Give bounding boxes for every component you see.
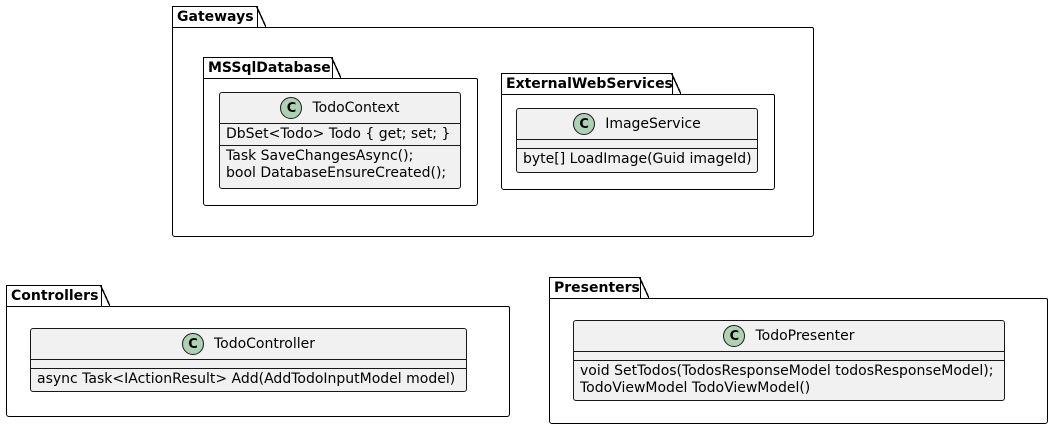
class-method: async Task<IActionResult> Add(AddTodoInp…: [37, 371, 456, 387]
class-field: DbSet<Todo> Todo { get; set; }: [226, 126, 451, 142]
class-todocontext: C TodoContext DbSet<Todo> Todo { get; se…: [219, 92, 461, 189]
class-todocontext-header: C TodoContext: [220, 93, 460, 123]
class-method: TodoViewModel TodoViewModel(): [580, 380, 811, 396]
class-todocontroller-name: TodoController: [213, 336, 316, 352]
class-imageservice-methods: byte[] LoadImage(Guid imageId): [517, 149, 757, 170]
class-method: bool DatabaseEnsureCreated();: [226, 165, 447, 181]
class-method: Task SaveChangesAsync();: [226, 148, 414, 164]
class-separator: [220, 145, 460, 146]
class-imageservice: C ImageService byte[] LoadImage(Guid ima…: [516, 108, 758, 173]
class-todopresenter-methods: void SetTodos(TodosResponseModel todosRe…: [574, 361, 1004, 399]
class-todocontroller: C TodoController async Task<IActionResul…: [30, 328, 467, 392]
package-externalwebservices-label: ExternalWebServices: [501, 72, 681, 95]
class-separator: [517, 139, 757, 140]
class-separator: [31, 359, 466, 360]
class-todopresenter-fields: [574, 352, 1004, 360]
class-separator: [220, 123, 460, 124]
package-controllers-label: Controllers: [6, 284, 110, 307]
package-gateways-label: Gateways: [172, 5, 266, 28]
class-todocontext-methods: Task SaveChangesAsync(); bool DatabaseEn…: [220, 146, 460, 184]
class-imageservice-header: C ImageService: [517, 109, 757, 139]
class-separator: [31, 368, 466, 369]
class-separator: [574, 351, 1004, 352]
class-todopresenter-name: TodoPresenter: [755, 328, 855, 344]
class-separator: [574, 360, 1004, 361]
class-imageservice-fields: [517, 140, 757, 148]
package-mssqldatabase-label: MSSqlDatabase: [203, 56, 341, 79]
class-todopresenter: C TodoPresenter void SetTodos(TodosRespo…: [573, 320, 1005, 401]
class-icon: C: [573, 113, 596, 135]
class-todocontroller-header: C TodoController: [31, 329, 466, 359]
class-method: byte[] LoadImage(Guid imageId): [523, 151, 752, 167]
class-icon: C: [181, 333, 204, 355]
class-icon: C: [723, 325, 746, 347]
package-presenters-label: Presenters: [549, 276, 649, 299]
class-todocontext-fields: DbSet<Todo> Todo { get; set; }: [220, 124, 460, 145]
class-todopresenter-header: C TodoPresenter: [574, 321, 1004, 351]
class-separator: [517, 148, 757, 149]
class-icon: C: [280, 97, 303, 119]
class-todocontext-name: TodoContext: [312, 100, 400, 116]
class-method: void SetTodos(TodosResponseModel todosRe…: [580, 363, 994, 379]
class-todocontroller-fields: [31, 360, 466, 368]
class-todocontroller-methods: async Task<IActionResult> Add(AddTodoInp…: [31, 369, 466, 390]
class-imageservice-name: ImageService: [605, 116, 701, 132]
